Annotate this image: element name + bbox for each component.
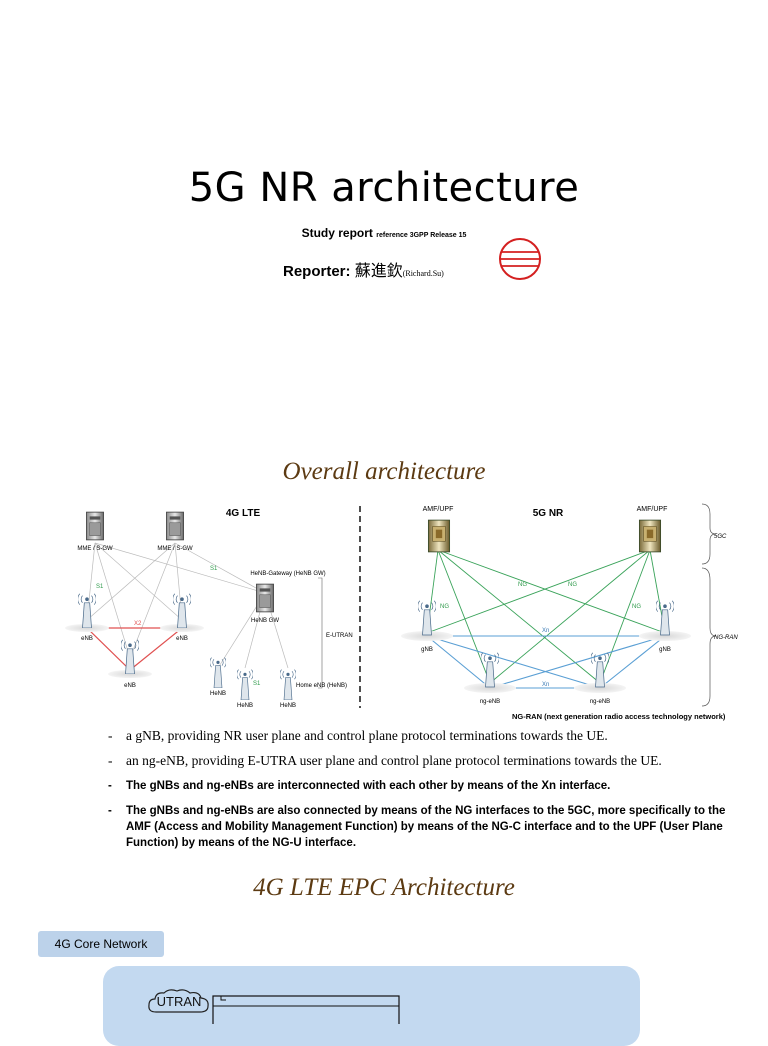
gnb-label: gNB xyxy=(421,647,433,653)
utran-cloud-icon xyxy=(148,989,209,1013)
mme-label: MME / S-GW xyxy=(157,546,193,552)
xn-label: Xn xyxy=(542,682,549,688)
mme-server-icon xyxy=(165,511,185,541)
henb-antenna-icon xyxy=(237,669,253,700)
reporter-name-cn: 蘇進欽 xyxy=(354,261,403,280)
xn-label: Xn xyxy=(542,628,549,634)
ng-links xyxy=(426,549,666,684)
s1-label: S1 xyxy=(96,584,104,590)
amf-upf-icon xyxy=(427,519,451,553)
eutran-label: E-UTRAN xyxy=(326,633,353,639)
henb-label: HeNB xyxy=(237,703,253,709)
slide-title: 5G NR architecture xyxy=(188,165,580,211)
amf-upf-icon xyxy=(638,519,662,553)
gnb-antenna-icon xyxy=(418,600,436,636)
ngran-brace xyxy=(701,567,717,707)
ngenb-coverage xyxy=(464,683,516,693)
amf-label: AMF/UPF xyxy=(423,506,454,513)
enb-coverage xyxy=(160,624,204,632)
mme-label: MME / S-GW xyxy=(77,546,113,552)
fivegc-label: 5GC xyxy=(714,534,727,540)
ngenb-antenna-icon xyxy=(481,652,499,688)
ngenb-coverage xyxy=(574,683,626,693)
enb-antenna-icon xyxy=(121,639,139,674)
reporter-name-en: (Richard.Su) xyxy=(402,269,444,278)
henb-antenna-icon xyxy=(280,669,296,700)
ng-label: NG xyxy=(518,582,527,588)
bullet-ng: The gNBs and ng-eNBs are also connected … xyxy=(108,803,748,851)
gnb-label: gNB xyxy=(659,647,671,653)
slide-subtitle: Study report reference 3GPP Release 15 xyxy=(0,226,768,240)
subtitle-main: Study report xyxy=(301,226,377,240)
epc-architecture-heading: 4G LTE EPC Architecture xyxy=(253,874,515,901)
core-network-tag: 4G Core Network xyxy=(38,931,164,957)
utran-label: UTRAN xyxy=(156,994,202,1009)
ngenb-label: ng-eNB xyxy=(590,699,610,705)
henb-antenna-icon xyxy=(210,657,226,688)
enb-coverage xyxy=(65,624,109,632)
bullet-ngenb: an ng-eNB, providing E-UTRA user plane a… xyxy=(108,753,748,769)
enb-label: eNB xyxy=(81,636,93,642)
enb-label: eNB xyxy=(124,683,136,689)
subtitle-reference: reference 3GPP Release 15 xyxy=(376,232,467,239)
gnb-coverage xyxy=(401,631,453,641)
mme-server-icon xyxy=(85,511,105,541)
henb-gw-server-icon xyxy=(255,583,275,613)
enb-antenna-icon xyxy=(173,593,191,628)
nr-title: 5G NR xyxy=(533,508,564,519)
gnb-antenna-icon xyxy=(656,600,674,636)
ng-label: NG xyxy=(440,604,449,610)
ngenb-antenna-icon xyxy=(591,652,609,688)
overall-architecture-heading: Overall architecture xyxy=(282,458,486,485)
henb-gw-label: HeNB GW xyxy=(251,618,279,624)
ngran-caption: NG-RAN (next generation radio access tec… xyxy=(512,712,726,721)
x2-links xyxy=(86,627,183,671)
seal-icon xyxy=(499,238,541,280)
enb-antenna-icon xyxy=(78,593,96,628)
lte-title: 4G LTE xyxy=(226,508,261,519)
s1-links xyxy=(86,542,289,669)
xn-links xyxy=(426,635,666,689)
ngran-label: NG-RAN xyxy=(714,635,738,641)
bullet-gnb: a gNB, providing NR user plane and contr… xyxy=(108,728,748,744)
amf-label: AMF/UPF xyxy=(637,506,668,513)
reporter-label: Reporter: xyxy=(283,263,355,280)
ngenb-label: ng-eNB xyxy=(480,699,500,705)
architecture-bullets: a gNB, providing NR user plane and contr… xyxy=(108,728,748,860)
home-enb-label: Home eNB (HeNB) xyxy=(296,683,347,689)
s1-label: S1 xyxy=(210,566,218,572)
gnb-coverage xyxy=(639,631,691,641)
architecture-diagram: 4G LTE X2 S1 S1 S1 MME / S-GW MME / S-GW… xyxy=(65,503,738,721)
enb-coverage xyxy=(108,670,152,678)
henb-gateway-title: HeNB-Gateway (HeNB GW) xyxy=(250,571,325,577)
fivegc-brace xyxy=(701,503,717,565)
epc-connections xyxy=(212,995,400,1024)
enb-label: eNB xyxy=(176,636,188,642)
ng-label: NG xyxy=(568,582,577,588)
henb-label: HeNB xyxy=(280,703,296,709)
ng-label: NG xyxy=(632,604,641,610)
s1-label: S1 xyxy=(253,681,261,687)
henb-label: HeNB xyxy=(210,691,226,697)
eutran-bracket xyxy=(318,577,323,689)
x2-label: X2 xyxy=(134,621,142,627)
bullet-xn: The gNBs and ng-eNBs are interconnected … xyxy=(108,778,748,794)
reporter-line: Reporter: 蘇進欽(Richard.Su) xyxy=(283,257,444,281)
